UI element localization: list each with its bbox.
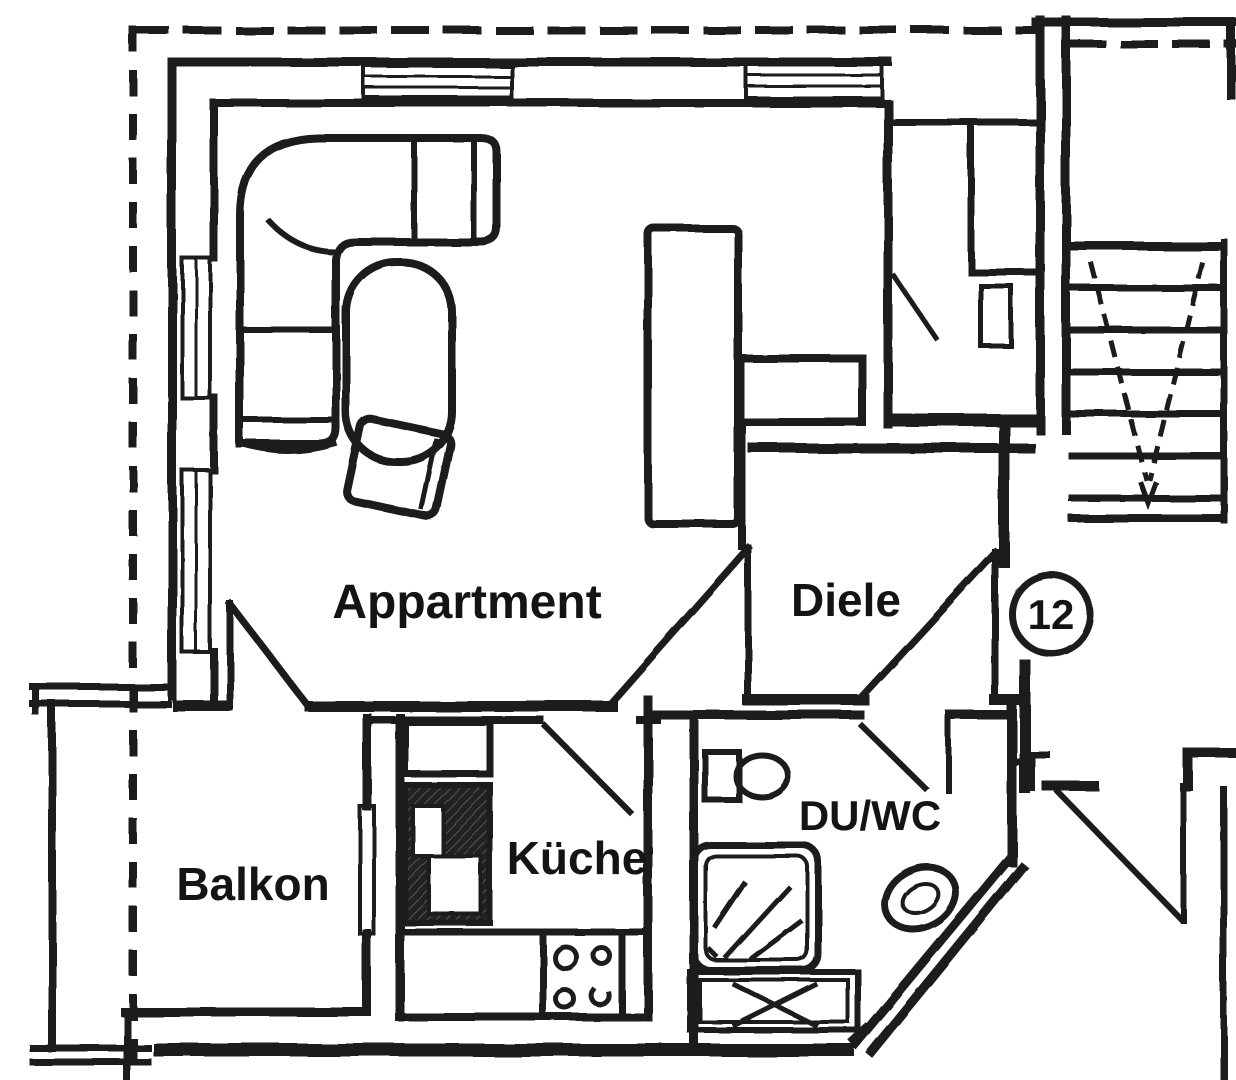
- staircase: [1067, 238, 1228, 1080]
- window-left-lower: [180, 468, 212, 654]
- corner-sofa: [236, 134, 501, 454]
- window-top-left: [362, 64, 514, 100]
- nightstand: [736, 354, 866, 426]
- washing-machine: [687, 969, 861, 1033]
- outer-walls: [167, 57, 893, 701]
- entry-door-swing: [859, 547, 1000, 699]
- room-label-balcony: Balkon: [176, 858, 329, 910]
- dining-table: [342, 258, 456, 466]
- hall-door-swing: [607, 543, 753, 707]
- room-label-kitchen: Küche: [507, 832, 648, 884]
- closet-door-swing: [890, 272, 1014, 349]
- plan-labels: Appartment Diele Balkon Küche DU/WC 12: [176, 574, 1074, 910]
- stairwell-walls: [1031, 15, 1236, 435]
- window-left-upper: [180, 256, 212, 400]
- ottoman: [343, 415, 455, 521]
- refrigerator: [401, 718, 494, 778]
- closet-stool: [978, 283, 1014, 349]
- balcony-walls: [120, 713, 372, 1080]
- bathroom-door-swing: [857, 715, 951, 793]
- neighbor-door-swing: [1053, 748, 1236, 923]
- kitchen-sink-unit: [402, 782, 493, 926]
- dashed-boundary-line: [129, 26, 1236, 1080]
- stove: [539, 928, 626, 1021]
- room-label-hall: Diele: [791, 574, 901, 626]
- unit-number-circle: [1008, 571, 1094, 657]
- room-label-living: Appartment: [332, 576, 601, 629]
- kitchen-door-swing: [540, 721, 635, 817]
- balcony-window: [358, 804, 376, 936]
- bathroom-sink: [881, 863, 959, 933]
- unit-number-badge: 12: [1028, 591, 1075, 638]
- hall-east-wall: [998, 418, 1099, 794]
- window-top-right: [744, 62, 884, 100]
- stair-walk-line: [1088, 261, 1206, 511]
- balcony-railing: [29, 683, 172, 1066]
- room-label-bathroom: DU/WC: [799, 792, 941, 839]
- toilet: [702, 749, 791, 803]
- balcony-door-swing: [225, 599, 313, 711]
- plan-linework: [29, 15, 1236, 1080]
- south-walls: [172, 694, 1020, 712]
